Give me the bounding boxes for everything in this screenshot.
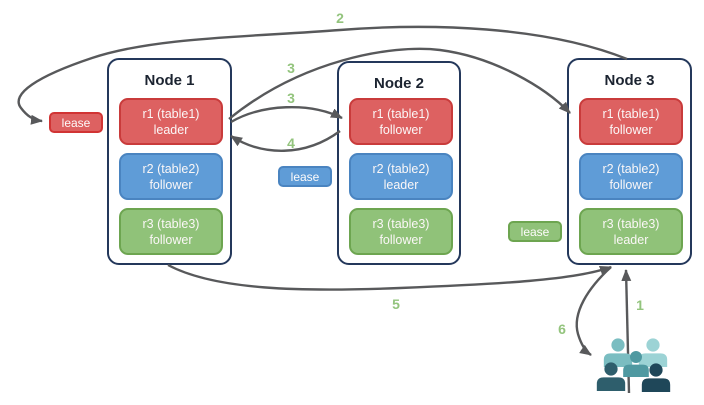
step-label-6: 6 [558,321,566,337]
node2-replica-r2: r2 (table2) leader [349,153,453,200]
replica-role: leader [383,177,419,192]
arrow-step6-node3-to-users [575,266,612,356]
replica-role: leader [613,232,649,247]
node1-replica-r2: r2 (table2) follower [119,153,223,200]
lease-badge-blue: lease [278,166,332,187]
node1-replica-r3: r3 (table3) follower [119,208,223,255]
replica-name: r2 (table2) [142,161,200,176]
replica-role: follower [609,177,653,192]
arrow-step3-node1-to-node3 [228,47,571,120]
replica-name: r3 (table3) [372,216,430,231]
node2-replica-r1: r1 (table1) follower [349,98,453,145]
replica-role: leader [153,122,189,137]
node-2-title: Node 2 [373,75,424,92]
step-label-4: 4 [287,135,295,151]
step-label-2: 2 [336,10,344,26]
node3-replica-r1: r1 (table1) follower [579,98,683,145]
replica-role: follower [379,122,423,137]
replica-name: r3 (table3) [602,216,660,231]
replica-name: r1 (table1) [142,106,200,121]
node1-replica-r1: r1 (table1) leader [119,98,223,145]
node-1-title: Node 1 [144,72,195,89]
replica-role: follower [149,232,193,247]
replica-role: follower [149,177,193,192]
replica-name: r2 (table2) [602,161,660,176]
node-3-title: Node 3 [604,72,655,89]
replica-name: r1 (table1) [372,106,430,121]
step-label-1: 1 [636,297,644,313]
lease-badge-red: lease [49,112,103,133]
replica-name: r2 (table2) [372,161,430,176]
users-icon [596,338,671,393]
replica-name: r3 (table3) [142,216,200,231]
step-label-3b: 3 [287,90,295,106]
node2-replica-r3: r3 (table3) follower [349,208,453,255]
step-label-3a: 3 [287,60,295,76]
arrow-step2-node3-to-lease1 [17,25,628,125]
step-label-5: 5 [392,296,400,312]
arrow-step3-node1-to-node2 [230,105,343,124]
replica-role: follower [379,232,423,247]
node3-replica-r2: r2 (table2) follower [579,153,683,200]
arrow-step1-users-to-node3 [621,269,632,394]
lease-badge-green: lease [508,221,562,242]
replica-role: follower [609,122,653,137]
node3-replica-r3: r3 (table3) leader [579,208,683,255]
replica-name: r1 (table1) [602,106,660,121]
arrow-step4-node2-to-node1 [230,130,341,152]
arrow-step5-node1-to-node3 [167,263,612,291]
